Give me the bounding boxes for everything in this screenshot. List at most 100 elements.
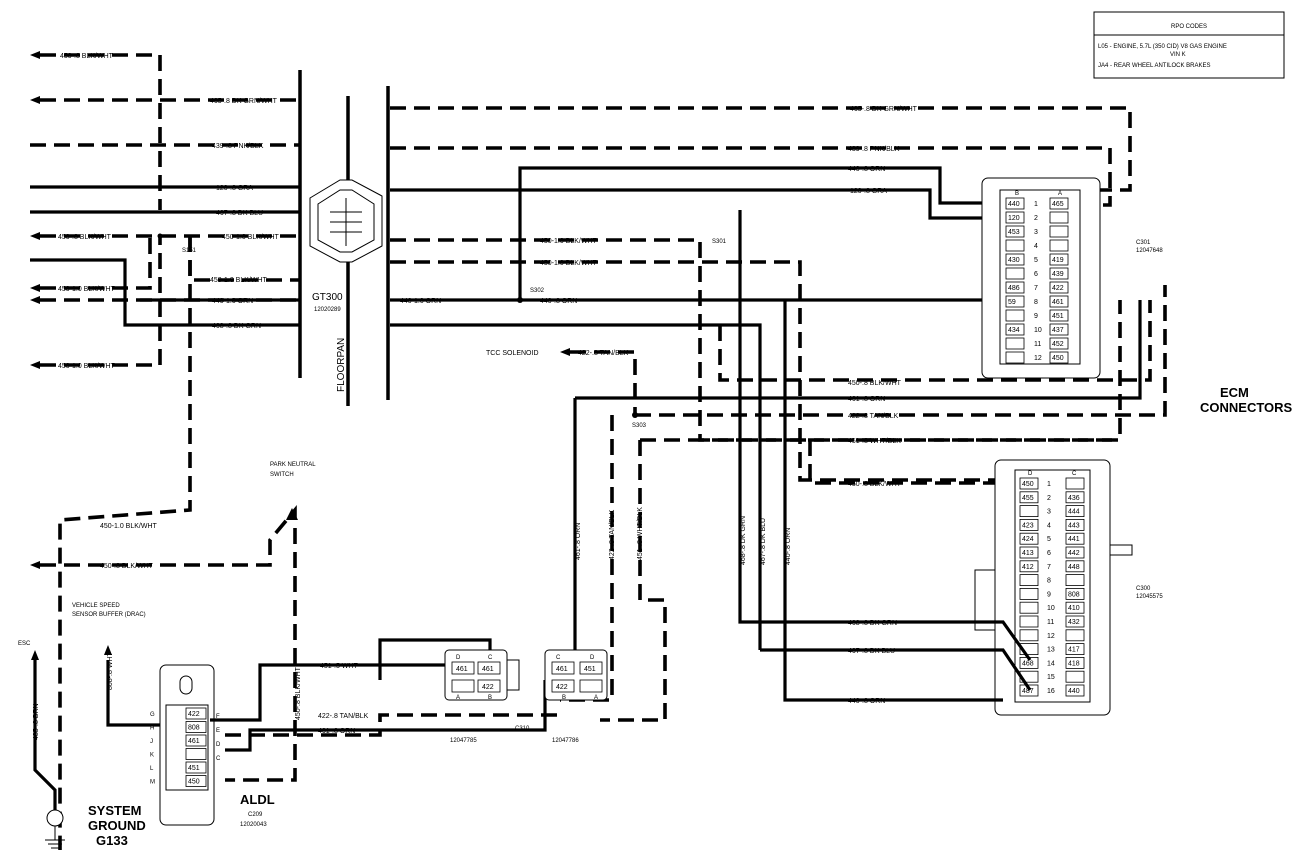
- svg-text:S301: S301: [712, 239, 727, 245]
- c300-cavity-c: [1065, 505, 1085, 518]
- c301-row-number: 10: [1034, 327, 1042, 334]
- gt300-label: GT300: [312, 292, 343, 303]
- svg-text:422-.8 TAN/BLK: 422-.8 TAN/BLK: [318, 713, 369, 720]
- c301-pin-b: 59: [1008, 299, 1016, 306]
- c300-cavity-c: [1065, 588, 1085, 600]
- svg-text:450-1.0 BLK/WHT: 450-1.0 BLK/WHT: [540, 260, 598, 267]
- c300-cavity-d: [1019, 519, 1039, 531]
- c301-pin-b: 440: [1008, 201, 1020, 208]
- c301-pin-a: 422: [1052, 285, 1064, 292]
- c300-row-number: 7: [1047, 564, 1051, 571]
- c301-pin-a: 452: [1052, 341, 1064, 348]
- svg-text:440-1.0 ORN: 440-1.0 ORN: [212, 298, 253, 305]
- c300-cavity-c: [1065, 491, 1085, 504]
- svg-text:808-.8 WHT: 808-.8 WHT: [107, 652, 114, 690]
- c300-row-number: 10: [1047, 605, 1055, 612]
- svg-text:450-1.0 BLK/WHT: 450-1.0 BLK/WHT: [58, 363, 116, 370]
- svg-text:467-.8 DK BLU: 467-.8 DK BLU: [760, 518, 767, 565]
- c300-cavity-d: [1019, 588, 1039, 600]
- c300-pin-d: 413: [1022, 550, 1034, 557]
- c300-cavity-c: [1065, 532, 1085, 545]
- svg-text:461-.8 ORN: 461-.8 ORN: [575, 523, 582, 560]
- c300-cavity-c: [1065, 574, 1085, 586]
- svg-text:461: 461: [456, 666, 468, 673]
- c300-pin-c: 410: [1068, 605, 1080, 612]
- rpo-line1: L05 - ENGINE, 5.7L (350 CID) V8 GAS ENGI…: [1098, 44, 1227, 50]
- svg-text:465-.8 DK GRN/WHT: 465-.8 DK GRN/WHT: [850, 106, 918, 113]
- svg-text:C: C: [488, 655, 493, 661]
- gt300-part: 12020289: [314, 307, 341, 313]
- lower-left-wires: 450-1.0 BLK/WHT 450-.8 BLK/WHT 450-.8 BL…: [18, 462, 316, 849]
- c300-cavity-c: [1065, 477, 1085, 490]
- aldl-pin: 808: [188, 725, 200, 732]
- c300-wires: 468-.8 DK GRN 467-.8 DK BLU 440-.8 ORN 4…: [738, 210, 1032, 705]
- aldl-pin: 461: [188, 738, 200, 745]
- c301-row-number: 12: [1034, 355, 1042, 362]
- c301-row-number: 7: [1034, 285, 1038, 292]
- c301-cavity-b: [1005, 323, 1025, 336]
- c300-cavity-c: [1065, 657, 1085, 669]
- svg-text:450-1.0 BLK/WHT: 450-1.0 BLK/WHT: [58, 286, 116, 293]
- svg-text:451: 451: [584, 666, 596, 673]
- c301-cavity-a: [1049, 225, 1069, 238]
- c300-row-number: 2: [1047, 495, 1051, 502]
- c300-pin-d: 423: [1022, 522, 1034, 529]
- connector-12047786: C D 461 451 422 B A: [544, 649, 608, 701]
- svg-text:B: B: [1015, 191, 1019, 197]
- left-wires: 450-.8 BLK/WHT 465-.8 DK GRN/WHT 439-.8 …: [30, 51, 300, 850]
- c301-cavity-b: [1005, 253, 1025, 266]
- c301-cavity-b: [1005, 281, 1025, 294]
- c300-cavity-d: [1019, 615, 1039, 628]
- svg-text:485-.8 BRN: 485-.8 BRN: [33, 703, 40, 740]
- svg-text:422-.8 TAN/BLK: 422-.8 TAN/BLK: [848, 413, 899, 420]
- svg-text:450-1.0 BLK/WHT: 450-1.0 BLK/WHT: [222, 234, 280, 241]
- c301-row-number: 5: [1034, 257, 1038, 264]
- svg-text:450-.8 BLK/WHT: 450-.8 BLK/WHT: [848, 380, 902, 387]
- aldl-cavity: [185, 721, 207, 733]
- svg-text:TCC SOLENOID: TCC SOLENOID: [486, 350, 539, 357]
- c300-row-number: 16: [1047, 688, 1055, 695]
- c301-cavity-b: [1005, 337, 1025, 350]
- aldl-cavity: [185, 775, 207, 787]
- c301-cavity-b: [1005, 309, 1025, 322]
- tcc-solenoid: TCC SOLENOID 422-.8 TAN/BLK: [486, 348, 637, 415]
- svg-text:D: D: [456, 655, 461, 661]
- svg-text:450-.8 BLK/WHT: 450-.8 BLK/WHT: [58, 234, 112, 241]
- c301-cavity-a: [1049, 323, 1069, 336]
- c300-pin-c: 436: [1068, 495, 1080, 502]
- c301-pin-a: 465: [1052, 201, 1064, 208]
- svg-text:465-.8 DK GRN/WHT: 465-.8 DK GRN/WHT: [210, 98, 278, 105]
- svg-text:120-.8 GRA: 120-.8 GRA: [850, 188, 887, 195]
- svg-text:D: D: [590, 655, 595, 661]
- aldl-pin-letter: M: [150, 780, 155, 786]
- aldl-side-letter: E: [216, 728, 220, 734]
- c300-cavity-c: [1065, 643, 1085, 655]
- aldl-label: ALDL: [240, 792, 275, 807]
- svg-text:468-.8 DK GRN: 468-.8 DK GRN: [212, 323, 261, 330]
- c300-pin-d: 412: [1022, 564, 1034, 571]
- ecm-label-2: CONNECTORS: [1200, 400, 1293, 415]
- svg-text:S303: S303: [632, 423, 647, 429]
- svg-text:D: D: [1028, 471, 1033, 477]
- aldl-pin-letter: K: [150, 753, 154, 759]
- aldl-cavity: [185, 707, 207, 720]
- svg-text:B: B: [488, 695, 492, 701]
- svg-text:439-.8 PNK/BLK: 439-.8 PNK/BLK: [848, 146, 900, 153]
- c300-cavity-d: [1019, 532, 1039, 545]
- c301-pin-b: 430: [1008, 257, 1020, 264]
- system-ground-3: G133: [96, 833, 128, 848]
- svg-text:450-1.0 BLK/WHT: 450-1.0 BLK/WHT: [540, 238, 598, 245]
- c301-part: 12047648: [1136, 248, 1163, 254]
- c301-pin-b: 120: [1008, 215, 1020, 222]
- c301-pin-a: 439: [1052, 271, 1064, 278]
- svg-text:C: C: [556, 655, 561, 661]
- rpo-line1b: VIN K: [1170, 52, 1186, 58]
- c301-row-number: 11: [1034, 341, 1041, 348]
- c301-row-number: 3: [1034, 229, 1038, 236]
- svg-text:422: 422: [482, 684, 494, 691]
- c301-pin-a: 461: [1052, 299, 1064, 306]
- svg-text:SENSOR BUFFER (DRAC): SENSOR BUFFER (DRAC): [72, 612, 146, 618]
- c301-row-number: 8: [1034, 299, 1038, 306]
